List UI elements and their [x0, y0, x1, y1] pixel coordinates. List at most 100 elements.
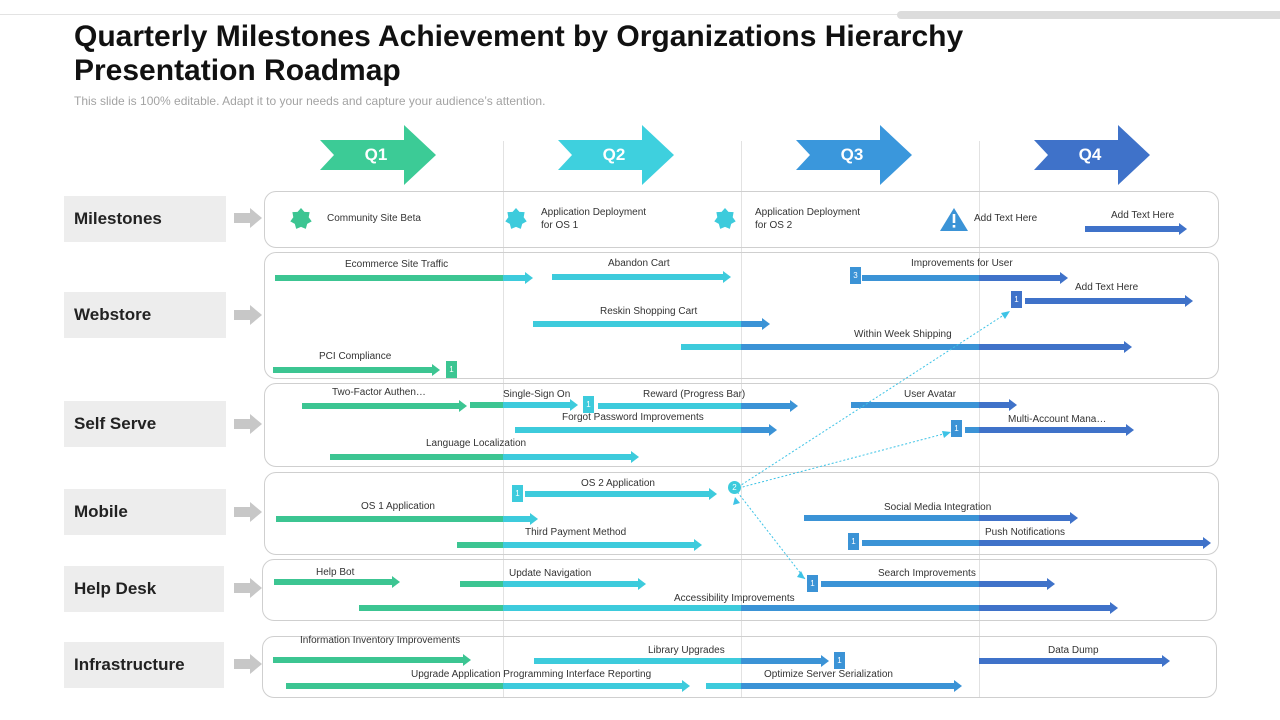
milestone-label: Add Text Here: [974, 213, 1038, 224]
task-bar-segment: [359, 605, 504, 611]
task-label: Multi-Account Mana…: [1008, 414, 1107, 425]
task-bar-segment: [533, 321, 742, 327]
task-label: Forgot Password Improvements: [562, 412, 704, 423]
task-bar-segment: [503, 581, 639, 587]
task-bar-segment: [741, 344, 980, 350]
page-title: Quarterly Milestones Achievement by Orga…: [74, 20, 964, 87]
task-label: Information Inventory Improvements: [300, 635, 461, 646]
quarter-q4-arrow: Q4: [1034, 125, 1150, 185]
task-bar-arrowhead: [790, 400, 798, 412]
task-label: Within Week Shipping: [854, 329, 952, 340]
task-bar-arrowhead: [694, 539, 702, 551]
page-subtitle: This slide is 100% editable. Adapt it to…: [74, 94, 546, 108]
task-bar-segment: [598, 403, 742, 409]
task-bar-segment: [276, 516, 504, 522]
quarter-q1-arrow: Q1: [320, 125, 436, 185]
count-badge: 2: [728, 481, 741, 494]
task-bar-arrowhead: [682, 680, 690, 692]
task-bar-segment: [741, 605, 980, 611]
task-bar-segment: [274, 579, 393, 585]
category-label: Help Desk: [74, 579, 157, 598]
chevron-arrow-icon: [234, 654, 262, 674]
task-bar-segment: [979, 605, 1111, 611]
task-bar-segment: [302, 403, 460, 409]
task-label: Third Payment Method: [525, 527, 627, 538]
task-label: OS 1 Application: [361, 501, 435, 512]
infrastructure-panel: [262, 636, 1217, 698]
task-bar-segment: [979, 658, 1163, 664]
dependency-connector: [734, 310, 1011, 490]
task-label: Search Improvements: [878, 568, 976, 579]
task-bar-segment: [804, 515, 980, 521]
connector-arrowhead: [797, 571, 805, 579]
dependency-connector: [734, 488, 806, 580]
task-bar-segment: [503, 402, 571, 408]
quarter-label: Q1: [364, 145, 388, 164]
task-bar-arrowhead: [1070, 512, 1078, 524]
task-label: Upgrade Application Programming Interfac…: [411, 669, 652, 680]
task-bar-segment: [503, 516, 531, 522]
task-bar-segment: [503, 275, 526, 281]
task-bar-arrowhead: [530, 513, 538, 525]
chevron-arrow-icon: [234, 208, 262, 228]
task-bar-segment: [741, 658, 822, 664]
connector-arrowhead: [1001, 311, 1010, 319]
task-label: Help Bot: [316, 567, 355, 578]
count-badge: 3: [850, 267, 861, 284]
task-bar-segment: [552, 274, 724, 280]
task-bar-arrowhead: [463, 654, 471, 666]
task-bar-arrowhead: [1047, 578, 1055, 590]
task-bar-arrowhead: [954, 680, 962, 692]
task-bar-arrowhead: [570, 399, 578, 411]
chevron-arrow-icon: [234, 502, 262, 522]
category-help-desk: Help Desk: [64, 566, 224, 612]
task-label: Accessibility Improvements: [674, 593, 795, 604]
task-bar-segment: [862, 540, 980, 546]
task-bar-arrowhead: [1124, 341, 1132, 353]
task-bar-segment: [741, 403, 791, 409]
task-bar-arrowhead: [1060, 272, 1068, 284]
quarter-divider: [741, 141, 742, 697]
dependency-connector: [734, 431, 952, 490]
task-bar-segment: [979, 540, 1204, 546]
count-badge: 1: [446, 361, 457, 378]
count-badge: 1: [834, 652, 845, 669]
task-label: Ecommerce Site Traffic: [345, 259, 449, 270]
chevron-arrow-icon: [234, 578, 262, 598]
category-self-serve: Self Serve: [64, 401, 226, 447]
task-bar-arrowhead: [392, 576, 400, 588]
task-bar-arrowhead: [432, 364, 440, 376]
warning-triangle-mark: [952, 214, 956, 223]
count-badge: 1: [848, 533, 859, 550]
task-bar-segment: [979, 275, 1061, 281]
task-bar-arrowhead: [1203, 537, 1211, 549]
count-badge: 1: [807, 575, 818, 592]
chevron-arrow-icon: [234, 305, 262, 325]
arrow-shape-icon: [1034, 125, 1150, 185]
task-bar-arrowhead: [1110, 602, 1118, 614]
warning-triangle-dot: [952, 225, 956, 228]
task-bar-segment: [706, 683, 742, 689]
task-label: Push Notifications: [985, 527, 1066, 538]
task-label: Update Navigation: [509, 568, 592, 579]
task-bar-arrowhead: [709, 488, 717, 500]
task-label: OS 2 Application: [581, 478, 655, 489]
category-label: Mobile: [74, 502, 128, 521]
task-bar-arrowhead: [1126, 424, 1134, 436]
task-label: Add Text Here: [1075, 282, 1139, 293]
task-label: Two-Factor Authen…: [332, 387, 426, 398]
milestone-arrow-segment: [1085, 226, 1180, 232]
task-label: Reskin Shopping Cart: [600, 306, 698, 317]
task-label: Improvements for User: [911, 258, 1013, 269]
help-desk-panel: [262, 559, 1217, 621]
task-bar-segment: [979, 427, 1127, 433]
task-label: Single-Sign On: [503, 389, 571, 400]
category-webstore: Webstore: [64, 292, 226, 338]
star-burst-icon: [290, 208, 312, 229]
task-bar-segment: [862, 275, 980, 281]
count-badge: 1: [583, 396, 594, 413]
task-bar-segment: [965, 427, 980, 433]
task-label: User Avatar: [904, 389, 957, 400]
task-bar-segment: [515, 427, 742, 433]
